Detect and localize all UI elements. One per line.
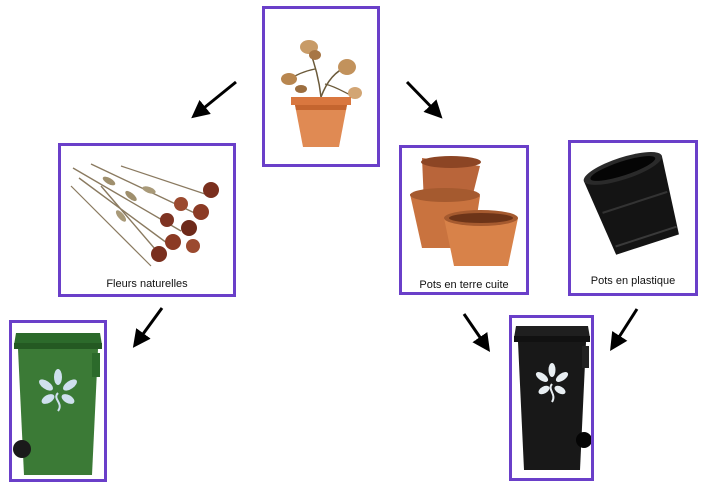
- flower-logo-icon: [535, 363, 569, 403]
- arrow-terracotta-to-black-bin: [462, 313, 491, 352]
- terracotta-caption: Pots en terre cuite: [419, 279, 509, 291]
- dead-plant-in-pot-icon: [281, 40, 362, 147]
- green-bin-icon: [13, 333, 102, 475]
- dried-flowers-icon: [70, 163, 219, 267]
- flower-logo-icon: [39, 369, 77, 412]
- plastic-frame: Pots en plastique: [568, 140, 698, 296]
- arrow-flowers-to-green-bin: [132, 307, 164, 348]
- black-bin-frame: [509, 315, 594, 481]
- dead-plant-frame: [262, 6, 380, 167]
- terracotta-frame: Pots en terre cuite: [399, 145, 529, 295]
- arrow-plant-to-terracotta: [405, 80, 443, 119]
- terracotta-pots-icon: [410, 156, 518, 266]
- plastic-pot-icon: [583, 152, 679, 255]
- black-bin-icon: [514, 326, 591, 470]
- arrow-plant-to-flowers: [191, 80, 237, 119]
- green-bin-frame: [9, 320, 107, 482]
- flowers-frame: Fleurs naturelles: [58, 143, 236, 297]
- plastic-caption: Pots en plastique: [590, 275, 676, 287]
- arrow-plastic-to-black-bin: [610, 308, 639, 352]
- flowers-caption: Fleurs naturelles: [106, 278, 188, 290]
